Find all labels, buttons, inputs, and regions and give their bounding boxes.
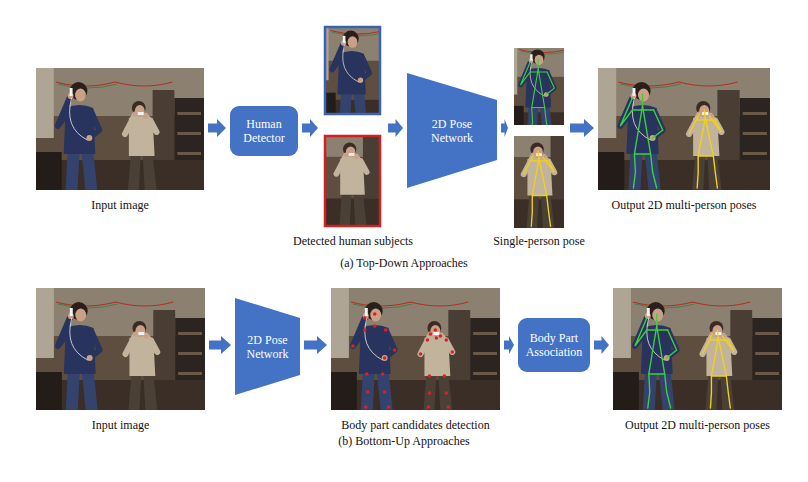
image-panel: Detected human subjects xyxy=(322,25,384,228)
output-photo xyxy=(613,288,782,410)
crop-border xyxy=(325,27,380,114)
image-caption: Input image xyxy=(91,198,149,212)
flow-arrow xyxy=(504,336,514,354)
illustration-part xyxy=(635,314,677,408)
image-panel: Body part candidates detection xyxy=(331,288,500,410)
subfigure-label: (a) Top-Down Approaches xyxy=(340,256,468,270)
flow-arrow xyxy=(388,119,403,137)
illustration-part xyxy=(331,288,500,410)
image-panel: Output 2D multi-person poses xyxy=(613,288,782,410)
flow-arrow xyxy=(209,336,231,354)
flow-arrow xyxy=(304,336,327,354)
output-photo xyxy=(598,68,770,190)
flow-arrow xyxy=(594,336,609,354)
image-caption: Detected human subjects xyxy=(293,234,413,248)
input-photo xyxy=(36,288,205,410)
box-label: Body Part Association xyxy=(518,331,590,359)
image-caption: Input image xyxy=(92,418,150,432)
illustration-part xyxy=(613,288,782,410)
network-trapezoid: 2D Pose Network xyxy=(407,73,497,188)
flow-arrow xyxy=(302,119,318,137)
flow-arrow xyxy=(570,119,594,137)
input-photo xyxy=(36,68,204,190)
box-label: 2D Pose Network xyxy=(421,117,483,145)
illustration-part xyxy=(689,110,721,188)
image-panel: Single-person pose xyxy=(512,46,566,229)
illustration-part xyxy=(598,68,770,190)
process-box: Human Detector xyxy=(230,106,298,156)
illustration-part xyxy=(36,68,204,190)
image-caption: Body part candidates detection xyxy=(341,418,489,432)
illustration-part xyxy=(36,288,205,410)
image-caption: Output 2D multi-person poses xyxy=(612,198,757,212)
trapezoid-shape xyxy=(235,298,300,395)
process-box: Body Part Association xyxy=(518,318,590,372)
illustration-part xyxy=(620,94,662,188)
crop-border xyxy=(325,136,380,226)
illustration-part xyxy=(524,151,555,226)
box-label: 2D Pose Network xyxy=(242,333,294,361)
image-panel: Input image xyxy=(36,68,204,190)
image-caption: Output 2D multi-person poses xyxy=(625,418,770,432)
network-trapezoid: 2D Pose Network xyxy=(235,298,300,395)
flow-arrow xyxy=(208,119,226,137)
box-label: Human Detector xyxy=(230,117,298,145)
illustration-part xyxy=(351,312,454,409)
illustration-part xyxy=(702,330,734,408)
candidates-photo xyxy=(331,288,500,410)
trapezoid-shape xyxy=(407,73,497,188)
illustration-part xyxy=(520,59,554,135)
image-panel: Output 2D multi-person poses xyxy=(598,68,770,190)
subfigure-label: (b) Bottom-Up Approaches xyxy=(338,434,469,448)
image-panel: Input image xyxy=(36,288,205,410)
image-caption: Single-person pose xyxy=(493,234,585,248)
flow-arrow xyxy=(501,119,508,137)
